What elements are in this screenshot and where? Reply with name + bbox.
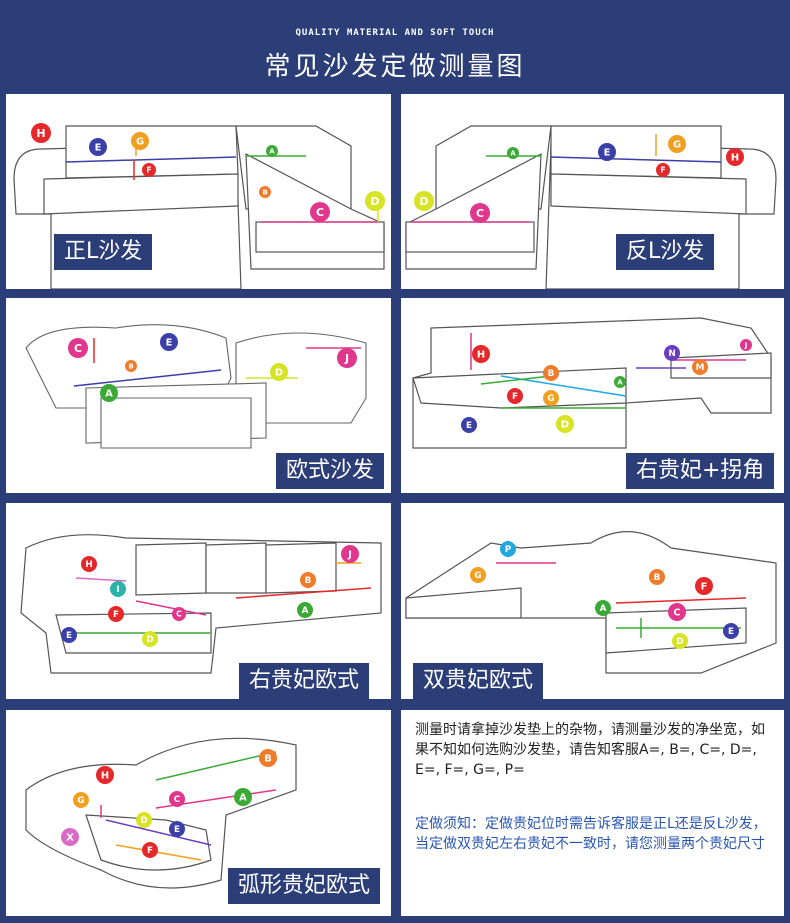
sofa-diagram-curved-chaise (25, 737, 297, 889)
panel-notes: 测量时请拿掉沙发垫上的杂物，请测量沙发的净坐宽，如果不知如何选购沙发垫，请告知客… (401, 710, 784, 916)
panel-label: 正L沙发 (54, 234, 153, 270)
panel-curved-chaise-european: 弧形贵妃欧式 (6, 710, 391, 916)
panel-label: 右贵妃欧式 (239, 663, 370, 699)
panel-right-l-sofa: 正L沙发 (6, 94, 391, 289)
panel-label: 右贵妃+拐角 (626, 453, 775, 489)
page-title: 常见沙发定做测量图 (264, 52, 526, 82)
panel-right-chaise-corner: 右贵妃+拐角 (401, 298, 784, 493)
sofa-diagram-right-chaise-european (20, 534, 382, 674)
sofa-diagram-reverse-l (405, 125, 777, 289)
panel-reverse-l-sofa: 反L沙发 (401, 94, 784, 289)
panel-right-chaise-european: 右贵妃欧式 (6, 503, 391, 699)
panel-european-sofa: 欧式沙发 (6, 298, 391, 493)
header-subtitle: QUALITY MATERIAL AND SOFT TOUCH (295, 28, 495, 38)
panel-label: 欧式沙发 (276, 453, 385, 489)
header: QUALITY MATERIAL AND SOFT TOUCH 常见沙发定做测量… (0, 0, 790, 92)
panel-label: 弧形贵妃欧式 (228, 868, 381, 904)
panel-label: 反L沙发 (616, 234, 715, 270)
panel-double-chaise-european: 双贵妃欧式 (401, 503, 784, 699)
measure-instructions: 测量时请拿掉沙发垫上的杂物，请测量沙发的净坐宽，如果不知如何选购沙发垫，请告知客… (415, 722, 765, 778)
custom-order-notice: 定做须知：定做贵妃位时需告诉客服是正L还是反L沙发，当定做双贵妃左右贵妃不一致时… (415, 816, 767, 852)
panel-label: 双贵妃欧式 (413, 663, 544, 699)
